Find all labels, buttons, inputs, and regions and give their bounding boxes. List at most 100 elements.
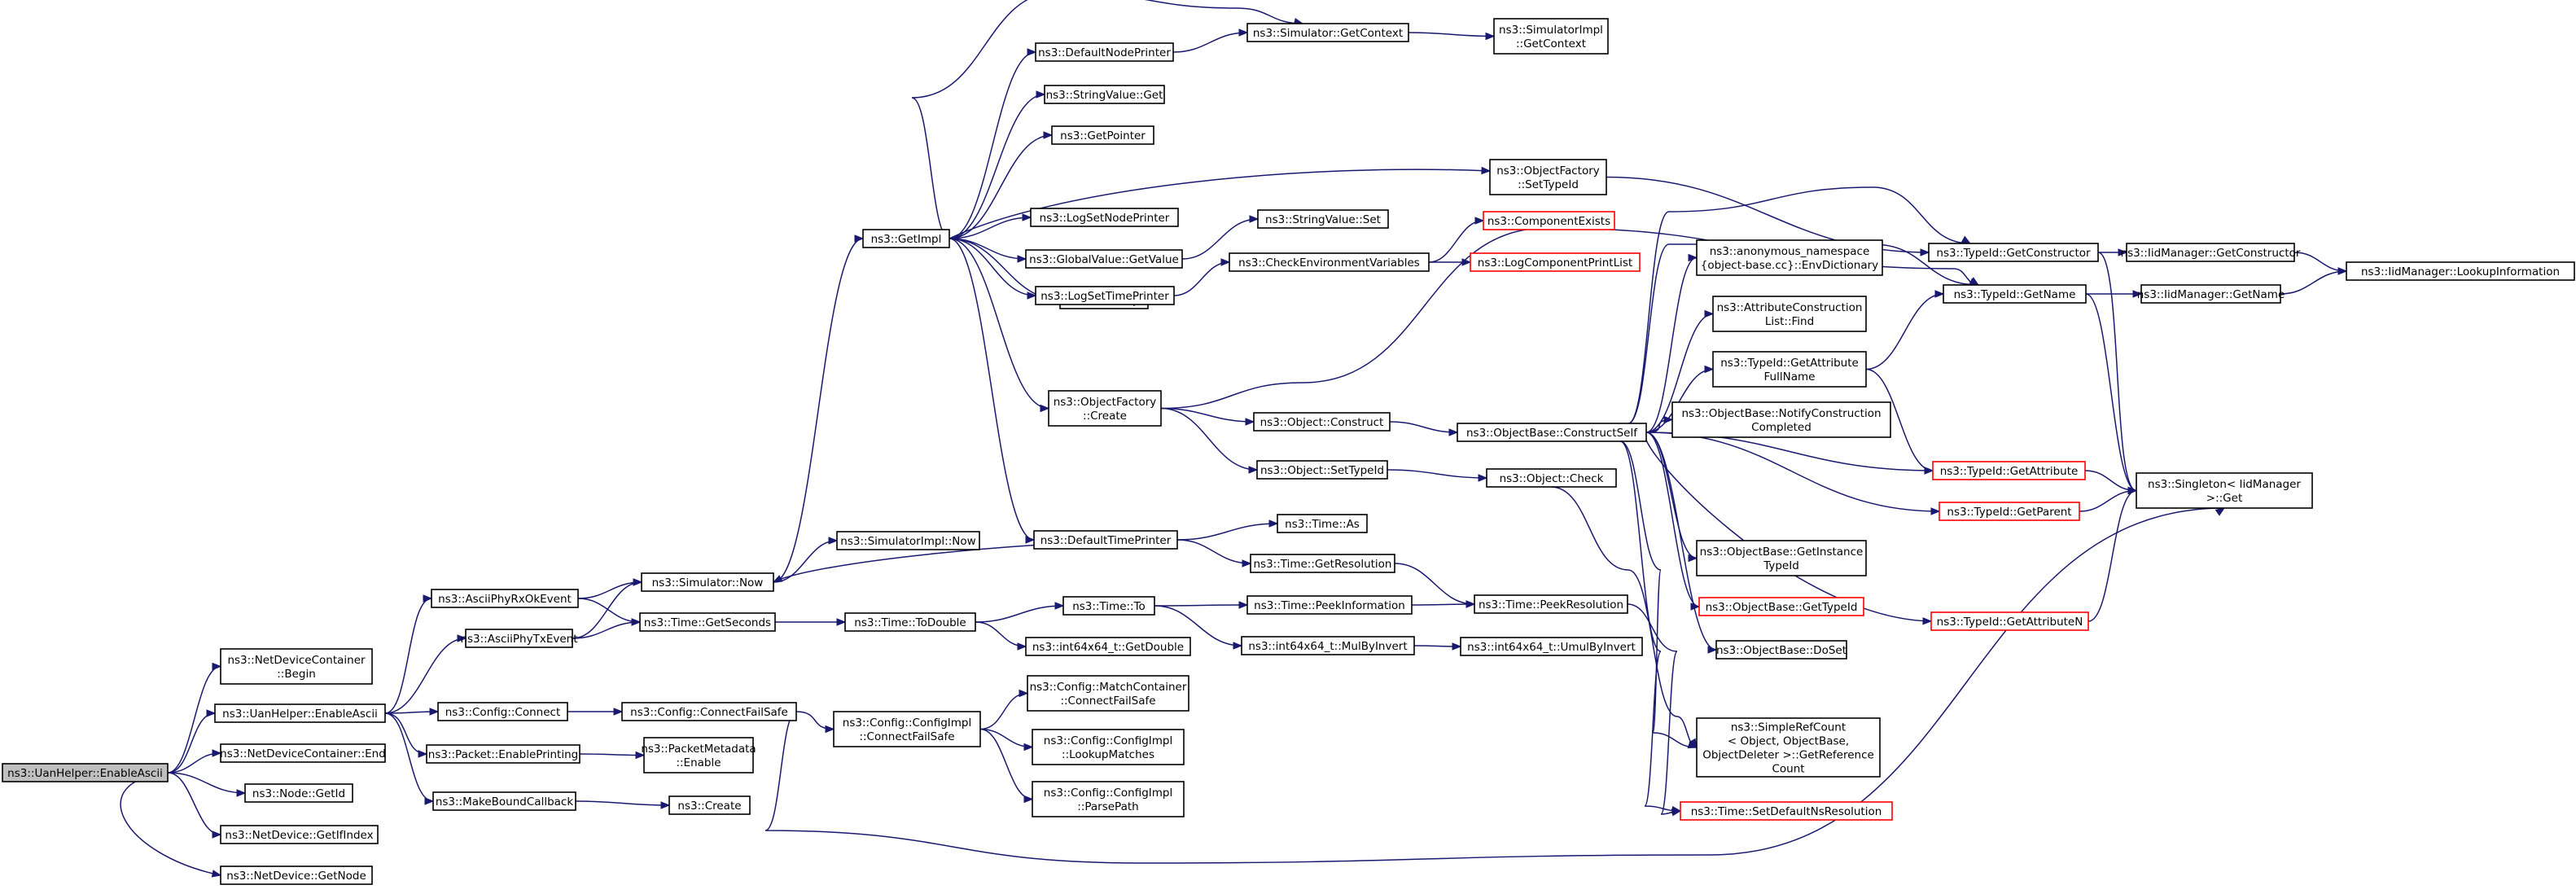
node-box[interactable]: [1698, 597, 1864, 616]
node-n49[interactable]: ns3::Object::Check: [1486, 468, 1617, 488]
node-box[interactable]: [1032, 781, 1185, 817]
node-n7[interactable]: ns3::AsciiPhyRxOkEvent: [431, 589, 579, 608]
node-box[interactable]: [426, 744, 580, 764]
node-box[interactable]: [220, 648, 373, 685]
node-n39[interactable]: ns3::Object::Construct: [1253, 412, 1391, 432]
node-n12[interactable]: ns3::Simulator::Now: [641, 572, 774, 592]
node-box[interactable]: [844, 612, 976, 632]
node-n14[interactable]: ns3::Config::ConnectFailSafe: [621, 702, 797, 721]
node-box[interactable]: [2346, 261, 2575, 281]
node-box[interactable]: [1035, 42, 1174, 62]
node-n4[interactable]: ns3::Node::GetId: [244, 783, 353, 803]
node-n25[interactable]: ns3::GlobalValue::GetValue: [1025, 249, 1183, 269]
node-box[interactable]: [1035, 286, 1175, 305]
node-box[interactable]: [432, 791, 576, 811]
node-box[interactable]: [437, 702, 568, 721]
node-box[interactable]: [1460, 637, 1643, 656]
node-box[interactable]: [1250, 554, 1395, 573]
node-box[interactable]: [2136, 472, 2313, 509]
node-n59[interactable]: ns3::SimpleRefCount< Object, ObjectBase,…: [1696, 717, 1881, 778]
node-box[interactable]: [641, 572, 774, 592]
node-box[interactable]: [1696, 540, 1867, 576]
node-n1[interactable]: ns3::NetDeviceContainer::Begin: [220, 648, 373, 685]
node-n33[interactable]: ns3::Config::ConfigImpl::LookupMatches: [1032, 729, 1185, 765]
node-box[interactable]: [2126, 243, 2295, 262]
node-box[interactable]: [1025, 637, 1191, 656]
node-box[interactable]: [1932, 461, 2086, 480]
node-n67[interactable]: ns3::IidManager::GetName: [2137, 284, 2285, 304]
node-n19[interactable]: ns3::Time::ToDouble: [844, 612, 976, 632]
node-n13[interactable]: ns3::Time::GetSeconds: [639, 612, 776, 632]
node-n65[interactable]: ns3::TypeId::GetAttributeN: [1930, 611, 2089, 631]
node-box[interactable]: [1470, 252, 1641, 272]
node-box[interactable]: [220, 866, 373, 885]
node-box[interactable]: [1712, 351, 1867, 388]
node-n46[interactable]: ns3::ComponentExists: [1483, 211, 1615, 230]
node-box[interactable]: [1696, 239, 1883, 276]
node-box[interactable]: [1939, 502, 2080, 521]
node-box[interactable]: [1489, 159, 1607, 195]
node-n60[interactable]: ns3::Time::SetDefaultNsResolution: [1680, 801, 1893, 821]
node-box[interactable]: [1943, 284, 2087, 304]
node-box[interactable]: [639, 612, 776, 632]
node-box[interactable]: [1696, 717, 1881, 778]
node-box[interactable]: [1256, 460, 1388, 480]
node-n20[interactable]: ns3::Config::ConfigImpl::ConnectFailSafe: [833, 711, 981, 747]
node-box[interactable]: [668, 795, 751, 815]
node-n31[interactable]: ns3::int64x64_t::GetDouble: [1025, 637, 1191, 656]
node-box[interactable]: [1671, 401, 1891, 438]
node-n38[interactable]: ns3::CheckEnvironmentVariables: [1229, 252, 1430, 272]
node-n47[interactable]: ns3::LogComponentPrintList: [1470, 252, 1641, 272]
node-n35[interactable]: ns3::Simulator::GetContext: [1246, 23, 1409, 42]
node-box[interactable]: [1257, 209, 1389, 229]
node-box[interactable]: [1062, 596, 1155, 616]
node-box[interactable]: [1715, 640, 1847, 660]
node-n32[interactable]: ns3::Config::MatchContainer::ConnectFail…: [1027, 675, 1189, 712]
node-box[interactable]: [1680, 801, 1893, 821]
node-box[interactable]: [1246, 23, 1409, 42]
node-n9[interactable]: ns3::Config::Connect: [437, 702, 568, 721]
node-n3[interactable]: ns3::NetDeviceContainer::End: [220, 743, 386, 763]
node-n21[interactable]: ns3::DefaultNodePrinter: [1035, 42, 1174, 62]
node-n23[interactable]: ns3::GetPointer: [1051, 125, 1154, 145]
node-n44[interactable]: ns3::int64x64_t::MulByInvert: [1241, 636, 1415, 655]
node-box[interactable]: [244, 783, 353, 803]
node-box[interactable]: [465, 629, 573, 648]
node-box[interactable]: [862, 229, 950, 248]
node-n17[interactable]: ns3::GetImpl: [862, 229, 950, 248]
node-box[interactable]: [1253, 412, 1391, 432]
node-n36[interactable]: ns3::ObjectFactory::SetTypeId: [1489, 159, 1607, 195]
node-n40[interactable]: ns3::Object::SetTypeId: [1256, 460, 1388, 480]
node-n8[interactable]: ns3::AsciiPhyTxEvent: [460, 629, 578, 648]
node-n69[interactable]: ns3::IidManager::LookupInformation: [2346, 261, 2575, 281]
node-n42[interactable]: ns3::Time::GetResolution: [1250, 554, 1395, 573]
node-box[interactable]: [1027, 675, 1189, 712]
node-box[interactable]: [1025, 249, 1183, 269]
node-n58[interactable]: ns3::ObjectBase::DoSet: [1715, 640, 1847, 660]
node-n50[interactable]: ns3::Time::PeekResolution: [1474, 594, 1628, 614]
node-n63[interactable]: ns3::TypeId::GetAttribute: [1932, 461, 2086, 480]
node-box[interactable]: [1048, 390, 1162, 427]
node-n10[interactable]: ns3::Packet::EnablePrinting: [426, 744, 580, 764]
node-n15[interactable]: ns3::PacketMetadata::Enable: [641, 737, 756, 773]
node-n41[interactable]: ns3::Time::As: [1277, 514, 1368, 533]
node-n48[interactable]: ns3::ObjectBase::ConstructSelf: [1457, 423, 1647, 442]
node-n16[interactable]: ns3::Create: [668, 795, 751, 815]
node-n61[interactable]: ns3::TypeId::GetConstructor: [1928, 243, 2099, 262]
node-n24[interactable]: ns3::LogSetNodePrinter: [1030, 208, 1179, 227]
node-box[interactable]: [1457, 423, 1647, 442]
node-n45[interactable]: ns3::SimulatorImpl::GetContext: [1493, 18, 1609, 55]
node-n2[interactable]: ns3::UanHelper::EnableAscii: [214, 703, 386, 723]
node-box[interactable]: [1928, 243, 2099, 262]
node-box[interactable]: [220, 743, 386, 763]
node-n0[interactable]: ns3::UanHelper::EnableAscii: [2, 763, 169, 782]
node-n28[interactable]: ns3::ObjectFactory::Create: [1048, 390, 1162, 427]
node-box[interactable]: [833, 711, 981, 747]
node-n62[interactable]: ns3::TypeId::GetName: [1943, 284, 2087, 304]
node-box[interactable]: [1229, 252, 1430, 272]
node-n57[interactable]: ns3::ObjectBase::GetTypeId: [1698, 597, 1864, 616]
node-n52[interactable]: ns3::anonymous_namespace{object-base.cc}…: [1696, 239, 1883, 276]
node-box[interactable]: [1930, 611, 2089, 631]
